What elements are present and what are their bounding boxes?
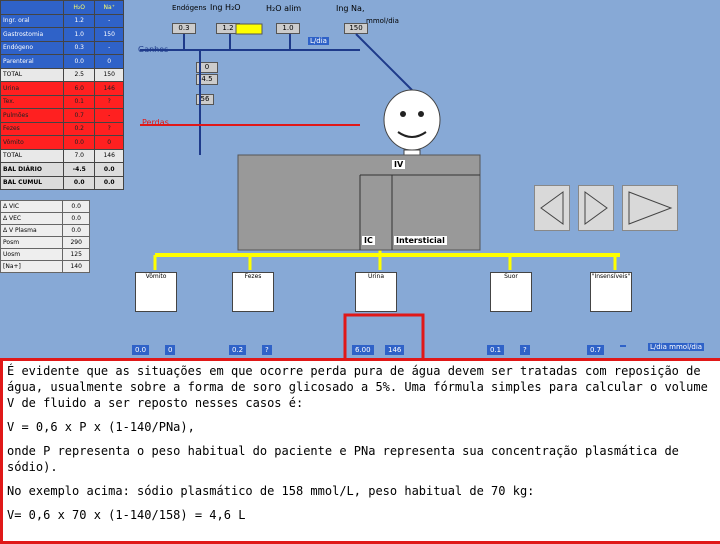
info-paragraph-1: É evidente que as situações em que ocorr… [7, 364, 708, 410]
bottom-units-label: L/dia mmol/dia [648, 343, 705, 351]
h2o-alim-label: H₂O alim [266, 4, 302, 13]
flow-diagram [140, 23, 620, 360]
balance-row: Tex.0.1? [0, 94, 124, 109]
iv-label: IV [392, 160, 406, 169]
mid-value-1: 4.5 [196, 74, 218, 85]
ing-na-value[interactable]: 150 [344, 23, 368, 34]
organ-h2o-value: 0.1 [487, 345, 505, 355]
organ-label: Vômito [145, 273, 167, 280]
derived-value: 140 [62, 260, 90, 273]
mid-value-0: 0 [196, 62, 218, 73]
ing-h2o-label: Ing H₂O [210, 3, 241, 12]
organ-card[interactable]: "Insensíveis" [590, 272, 632, 312]
organ-na-value: ? [262, 345, 272, 355]
organ-label: "Insensíveis" [591, 273, 631, 280]
info-paragraph-3: No exemplo acima: sódio plasmático de 15… [7, 484, 535, 498]
info-result: V= 0,6 x 70 x (1-140/158) = 4,6 L [7, 508, 246, 522]
h2o-alim-value[interactable]: 1.0 [276, 23, 300, 34]
organ-na-value: 146 [385, 345, 405, 355]
organ-na-value: ? [520, 345, 530, 355]
row-na[interactable]: 0.0 [94, 175, 124, 190]
endogens-value[interactable]: 0.3 [172, 23, 196, 34]
arrow-left-icon [540, 191, 564, 225]
organ-card[interactable]: Fezes [232, 272, 274, 312]
derived-row: [Na+]140 [0, 260, 90, 273]
organ-label: Suor [504, 273, 518, 280]
arrow-right-icon [584, 191, 608, 225]
formula-text: V = 0,6 x P x (1-140/PNa), [7, 420, 195, 434]
h2o-header: H₂O [62, 0, 96, 15]
organ-label: Urina [367, 273, 384, 280]
explanation-panel: É evidente que as situações em que ocorr… [0, 358, 720, 544]
row-na[interactable]: - [94, 40, 124, 55]
info-paragraph-2: onde P representa o peso habitual do pac… [7, 444, 679, 474]
organ-card[interactable]: Urina [355, 272, 397, 312]
organ-h2o-value: 0.7 [587, 345, 605, 355]
organ-na-value: 0 [165, 345, 176, 355]
interstitial-label: Intersticial [394, 236, 447, 245]
organ-h2o-value: 6.00 [352, 345, 374, 355]
organ-card[interactable]: Vômito [135, 272, 177, 312]
ing-na-label: Ing Na, [336, 4, 365, 13]
row-h2o[interactable]: 0.0 [62, 175, 96, 190]
organ-h2o-value: 0.0 [132, 345, 150, 355]
derived-label: [Na+] [0, 260, 64, 273]
organ-label: Fezes [244, 273, 262, 280]
play-arrow-button[interactable] [578, 185, 614, 231]
organ-h2o-value: 0.2 [229, 345, 247, 355]
row-na[interactable]: 150 [94, 27, 124, 42]
row-label: Endógeno [0, 40, 64, 55]
perdas-label: Perdas [142, 118, 169, 127]
unit-label: mmol/dia [366, 17, 399, 25]
na-header: Na⁺ [94, 0, 124, 15]
mid-value-2[interactable]: 56 [196, 94, 214, 105]
arrow-right-icon [628, 191, 673, 225]
prev-arrow-button[interactable] [534, 185, 570, 231]
next-arrow-button[interactable] [622, 185, 678, 231]
organ-card[interactable]: Suor [490, 272, 532, 312]
row-h2o[interactable]: 0.3 [62, 40, 96, 55]
row-label: BAL CUMUL [0, 175, 64, 190]
row-h2o[interactable]: 1.0 [62, 27, 96, 42]
endogens-label: Endógens [172, 4, 207, 12]
organ-na-value [620, 345, 626, 347]
ldia-label: L/dia [308, 37, 329, 45]
ic-label: IC [362, 236, 375, 245]
